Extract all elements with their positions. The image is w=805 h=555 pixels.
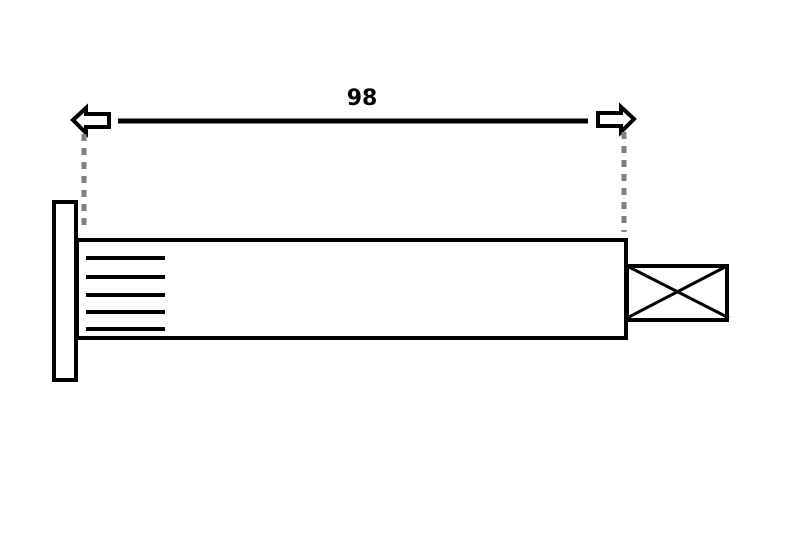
arrow-left-icon <box>70 103 111 138</box>
syringe <box>52 200 730 382</box>
dimension-annotation: 98 <box>70 86 637 232</box>
graduation-marks <box>86 256 165 331</box>
barrel <box>75 238 628 340</box>
flange <box>52 200 78 382</box>
dimension-label: 98 <box>347 86 378 111</box>
arrow-right-icon <box>596 102 637 137</box>
x-cross-icon <box>625 264 730 322</box>
cross-line <box>626 264 728 320</box>
